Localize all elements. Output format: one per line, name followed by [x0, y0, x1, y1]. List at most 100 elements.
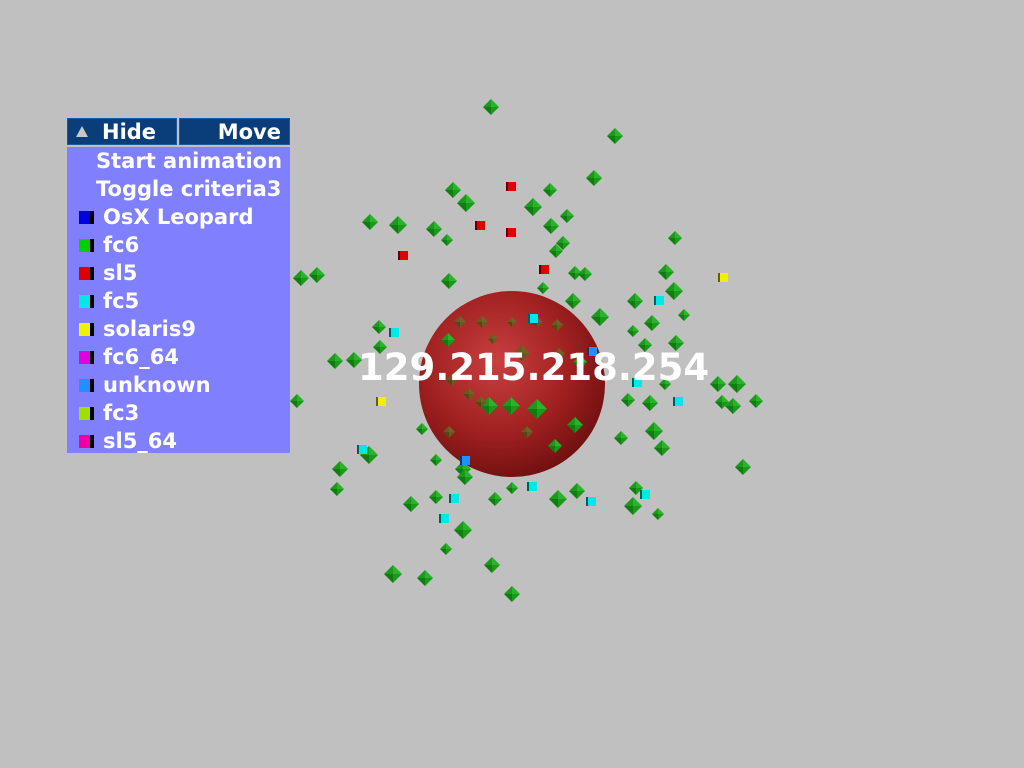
host-node[interactable]	[627, 325, 639, 337]
legend-item-fc6[interactable]: fc6	[67, 231, 290, 259]
host-node[interactable]	[587, 347, 597, 356]
host-node[interactable]	[426, 221, 442, 237]
host-node[interactable]	[638, 338, 652, 352]
host-node[interactable]	[549, 244, 563, 258]
legend-item-sl5-64[interactable]: sl5_64	[67, 427, 290, 455]
host-node[interactable]	[645, 422, 663, 440]
host-node[interactable]	[327, 353, 343, 369]
host-node[interactable]	[475, 396, 487, 408]
host-node[interactable]	[330, 482, 344, 496]
host-node[interactable]	[398, 251, 408, 260]
host-node[interactable]	[673, 397, 683, 406]
host-node[interactable]	[488, 334, 498, 344]
host-node[interactable]	[484, 557, 500, 573]
host-node[interactable]	[506, 182, 516, 191]
host-node[interactable]	[644, 315, 660, 331]
host-node[interactable]	[565, 293, 581, 309]
host-node[interactable]	[443, 426, 455, 438]
host-node[interactable]	[488, 492, 502, 506]
host-node[interactable]	[718, 273, 728, 282]
host-node[interactable]	[578, 267, 592, 281]
host-node[interactable]	[483, 99, 499, 115]
host-node[interactable]	[502, 397, 520, 415]
host-node[interactable]	[454, 316, 466, 328]
host-node[interactable]	[551, 319, 563, 331]
host-node[interactable]	[389, 328, 399, 337]
host-node[interactable]	[417, 570, 433, 586]
host-node[interactable]	[441, 234, 453, 246]
host-node[interactable]	[749, 394, 763, 408]
legend-item-unknown[interactable]: unknown	[67, 371, 290, 399]
move-button[interactable]: Move	[179, 118, 290, 145]
host-node[interactable]	[728, 375, 746, 393]
host-node[interactable]	[439, 514, 449, 523]
host-node[interactable]	[537, 282, 549, 294]
host-node[interactable]	[514, 345, 530, 361]
host-node[interactable]	[475, 221, 485, 230]
host-node[interactable]	[560, 209, 574, 223]
host-node[interactable]	[403, 496, 419, 512]
menu-item-toggle-criteria[interactable]: Toggle criteria3	[67, 175, 290, 203]
host-node[interactable]	[506, 228, 516, 237]
legend-item-fc5[interactable]: fc5	[67, 287, 290, 315]
host-node[interactable]	[710, 376, 726, 392]
legend-item-sl5[interactable]: sl5	[67, 259, 290, 287]
host-node[interactable]	[543, 218, 559, 234]
host-node[interactable]	[506, 482, 518, 494]
host-node[interactable]	[332, 461, 348, 477]
host-node[interactable]	[654, 296, 664, 305]
host-node[interactable]	[446, 374, 458, 386]
legend-item-solaris9[interactable]: solaris9	[67, 315, 290, 343]
host-node[interactable]	[586, 170, 602, 186]
host-node[interactable]	[528, 314, 538, 323]
host-node[interactable]	[658, 264, 674, 280]
host-node[interactable]	[372, 320, 386, 334]
host-node[interactable]	[549, 490, 567, 508]
host-node[interactable]	[445, 182, 461, 198]
host-node[interactable]	[449, 494, 459, 503]
host-node[interactable]	[659, 378, 671, 390]
host-node[interactable]	[621, 393, 635, 407]
host-node[interactable]	[429, 490, 443, 504]
host-node[interactable]	[357, 445, 367, 454]
host-node[interactable]	[654, 440, 670, 456]
menu-item-start-animation[interactable]: Start animation	[67, 147, 290, 175]
host-node[interactable]	[290, 394, 304, 408]
host-node[interactable]	[376, 397, 386, 406]
host-node[interactable]	[632, 378, 642, 387]
host-node[interactable]	[586, 497, 596, 506]
host-node[interactable]	[346, 352, 362, 368]
host-node[interactable]	[642, 395, 658, 411]
host-node[interactable]	[454, 521, 472, 539]
host-node[interactable]	[504, 586, 520, 602]
host-node[interactable]	[460, 456, 470, 465]
host-node[interactable]	[527, 399, 547, 419]
host-node[interactable]	[543, 183, 557, 197]
host-node[interactable]	[440, 543, 452, 555]
hide-button[interactable]: Hide	[67, 118, 177, 145]
host-node[interactable]	[362, 214, 378, 230]
host-node[interactable]	[614, 431, 628, 445]
host-node[interactable]	[652, 508, 664, 520]
host-node[interactable]	[476, 316, 488, 328]
center-node-sphere[interactable]	[419, 291, 605, 477]
host-node[interactable]	[607, 128, 623, 144]
host-node[interactable]	[556, 236, 570, 250]
legend-item-fc3[interactable]: fc3	[67, 399, 290, 427]
host-node[interactable]	[678, 309, 690, 321]
host-node[interactable]	[725, 398, 741, 414]
host-node[interactable]	[463, 388, 475, 400]
host-node[interactable]	[640, 490, 650, 499]
host-node[interactable]	[441, 273, 457, 289]
host-node[interactable]	[735, 459, 751, 475]
host-node[interactable]	[624, 497, 642, 515]
host-node[interactable]	[527, 482, 537, 491]
host-node[interactable]	[539, 265, 549, 274]
host-node[interactable]	[569, 483, 585, 499]
host-node[interactable]	[553, 348, 565, 360]
host-node[interactable]	[457, 469, 473, 485]
host-node[interactable]	[548, 439, 562, 453]
host-node[interactable]	[567, 417, 583, 433]
host-node[interactable]	[416, 423, 428, 435]
